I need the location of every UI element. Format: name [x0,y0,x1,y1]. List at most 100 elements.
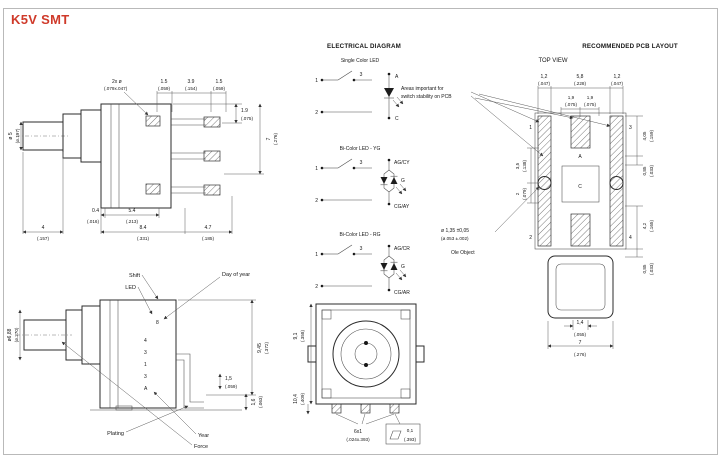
page-border [3,8,718,455]
dim-04-mm: 0.4 [92,208,99,214]
dim-shaft-dia-in: (ø.197) [15,128,20,143]
dim-085a-in: (.033) [649,165,654,177]
marking-char: 4 [144,338,147,344]
dim-58-in: (.228) [574,81,586,86]
dim-47-in: (.185) [202,236,214,241]
label-year: Year [198,433,209,439]
dim-2-in: (.154) [185,86,197,91]
dim-bottom-rows: 0.4 (.016) 5.4 (.213) 8.4 (.331) 4.7 (.1… [22,152,233,241]
pin-3-label: 3 [360,160,363,166]
dim-19b-mm: 1,9 [587,95,594,100]
side-view-top-drawing: 2x ø (.079x.047) 1.5 3.9 1.5 (.059) (.15… [8,79,278,241]
hole-dim-in: (ø.053 ±.002) [441,236,469,241]
led-anode-label: A [395,74,399,80]
dim-085b-in: (.033) [649,263,654,275]
electrical-diagram-panel: ELECTRICAL DIAGRAM Single Color LED 1 3 … [315,43,410,296]
hole-dim-mm: ø 1,35 ±0,05 [441,228,469,234]
dim-104-in: (.409) [300,393,305,405]
dim-405-in: (.159) [649,130,654,142]
marking-char: A [144,386,148,392]
dim-2: 3.9 [188,79,195,85]
dim-91-mm: 9,1 [293,332,299,339]
bottom-view-drawing: 9,1 (.358) 10,4 (.409) 6x1 (.024x.393) 0… [293,303,425,445]
dim-84-mm: 8.4 [140,225,147,231]
flatness-in: (.393) [404,437,416,442]
dim-terminals-in: (.024x.393) [346,437,370,442]
top-view-label: TOP VIEW [538,58,567,64]
dim-085b-mm: 0,85 [642,264,647,273]
label-shift: Shift [129,273,140,279]
dim-12a-mm: 1,2 [541,74,548,80]
dim-hole-note-mm: 2x ø [112,79,122,85]
dim-hole-note-in: (.079x.047) [104,86,128,91]
dim-945-in: (.372) [264,342,269,354]
dim-42-in: (.165) [649,220,654,232]
pcb-layout-title: RECOMMENDED PCB LAYOUT [582,43,678,50]
dim-terminals-mm: 6x1 [354,429,362,435]
dim-58-mm: 5,8 [577,74,584,80]
led-mid-label: G [401,264,405,270]
led-top-label: AG/CR [394,246,410,252]
pcb-hole-callout: ø 1,35 ±0,05 (ø.053 ±.002) Ole Object [441,186,540,256]
dim-12a-in: (.047) [538,81,550,86]
dim-14-in: (.055) [574,332,586,337]
dim-19a-in: (.075) [565,102,577,107]
pin-2-label: 2 [315,284,318,290]
dim-2-mm: 2 [515,192,520,195]
callout-labels: Shift LED Day of year Plating Year Force [61,272,250,450]
dim-1: 1.5 [161,79,168,85]
pin-1-label: 1 [315,252,318,258]
circuit-name: Bi-Color LED - YG [340,146,381,152]
dim-54-mm: 5.4 [129,208,136,214]
dim-04-in: (.016) [87,219,99,224]
pin-2-label: 2 [315,110,318,116]
circuit-name: Single Color LED [341,58,380,64]
pad-a-label: A [578,154,582,160]
page-title: K5V SMT [11,12,70,27]
circuit-single-led: Single Color LED 1 3 2 A C [315,58,404,122]
marking-char: 3 [144,374,147,380]
dim-688-in: (ø.270) [14,327,19,342]
pcb-bottom-dims: 1,4 (.055) 7 (.276) [547,320,614,357]
dim-4-in: (.157) [37,236,49,241]
dim-16-mm: 1,6 [251,398,257,405]
label-led: LED [125,285,136,291]
dim-4-mm: 4 [42,225,45,231]
dim-7-in: (.276) [574,352,586,357]
label-plating: Plating [107,431,124,437]
pin-2-label: 2 [315,198,318,204]
dim-35-in: (.138) [522,160,527,172]
dim-19-mm: 1.9 [241,108,248,114]
dim-42-mm: 4,2 [642,222,647,229]
dim-7-in: (.276) [273,133,278,145]
dim-3: 1.5 [216,79,223,85]
dim-right: 1.9 (.075) 7 (.276) [173,103,278,175]
electrical-diagram-title: ELECTRICAL DIAGRAM [327,43,401,50]
marking-char: 3 [144,350,147,356]
pin-1-label: 1 [315,166,318,172]
bottom-view-body [307,303,425,414]
dim-19a-mm: 1,9 [568,95,575,100]
pad-3-label: 3 [629,125,632,131]
label-force: Force [194,444,208,450]
dim-15-in: (.059) [225,384,237,389]
pin-3-label: 3 [360,72,363,78]
dim-84-in: (.331) [137,236,149,241]
pin-1-label: 1 [315,78,318,84]
pcb-top-dims: 1,2 5,8 1,2 (.047) (.228) (.047) 1,9 1,9… [537,74,623,116]
dim-12b-mm: 1,2 [614,74,621,80]
dim-top-row: 2x ø (.079x.047) 1.5 3.9 1.5 (.059) (.15… [104,79,227,116]
dim-405-mm: 4,05 [642,131,647,140]
pcb-pads: 1 A 3 2 C 4 [529,112,632,250]
marking-characters: 8 4 3 1 3 A [144,320,159,392]
dim-shaft-dia-mm: ø 5 [8,132,14,139]
dim-085a-mm: 0,85 [642,166,647,175]
dim-47-mm: 4.7 [205,225,212,231]
pad-4-label: 4 [629,235,632,241]
label-day-of-year: Day of year [222,272,250,278]
dim-688-mm: ø6,88 [7,328,13,341]
dim-14-mm: 1,4 [577,320,584,326]
switch-body-side [16,103,172,209]
led-cathode-label: C [395,116,399,122]
marking-top: 8 [156,320,159,326]
